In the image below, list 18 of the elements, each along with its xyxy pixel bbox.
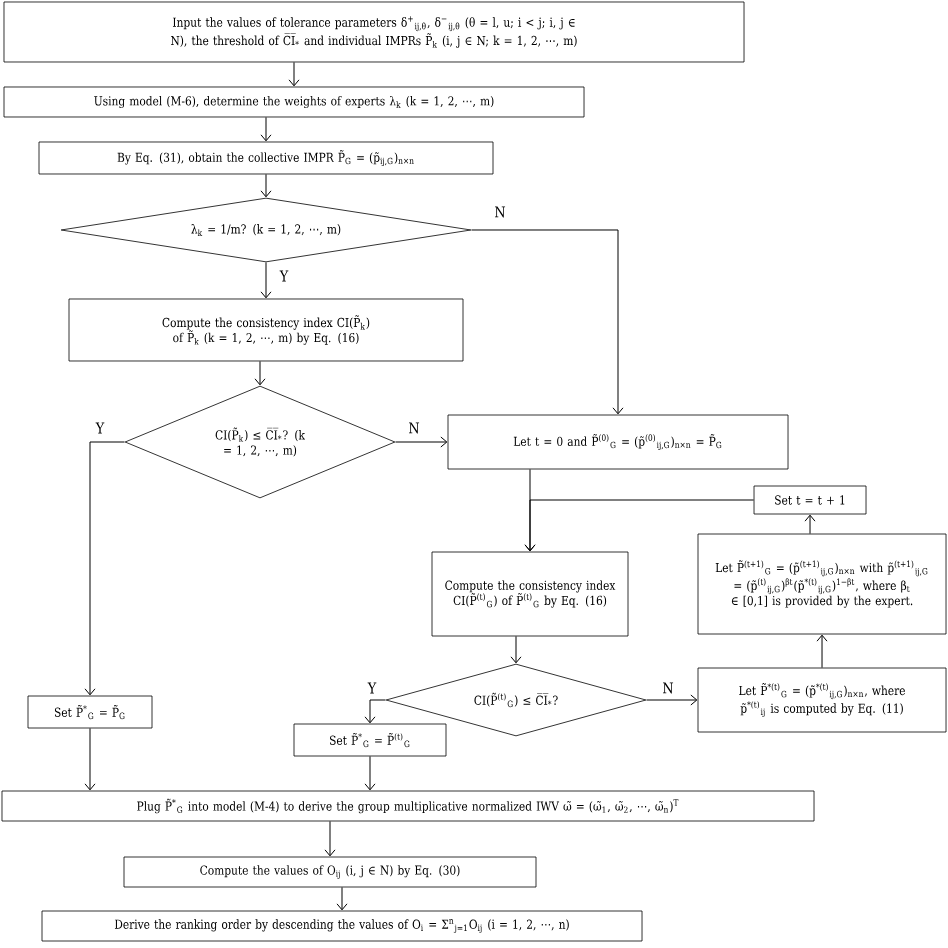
arrow xyxy=(84,441,126,696)
arrow xyxy=(364,755,376,791)
arrow xyxy=(524,499,755,552)
arrow xyxy=(260,173,272,198)
arrow xyxy=(336,886,348,911)
arrow xyxy=(324,820,336,857)
arrow xyxy=(364,699,387,724)
arrow xyxy=(645,694,698,706)
arrow xyxy=(510,635,522,664)
arrow xyxy=(804,514,816,535)
arrow xyxy=(260,116,272,142)
arrow xyxy=(470,229,624,415)
arrow xyxy=(288,61,300,87)
arrow xyxy=(816,634,828,669)
arrow xyxy=(394,436,448,448)
arrow xyxy=(84,727,96,791)
arrow xyxy=(260,261,272,299)
arrow xyxy=(254,360,266,386)
